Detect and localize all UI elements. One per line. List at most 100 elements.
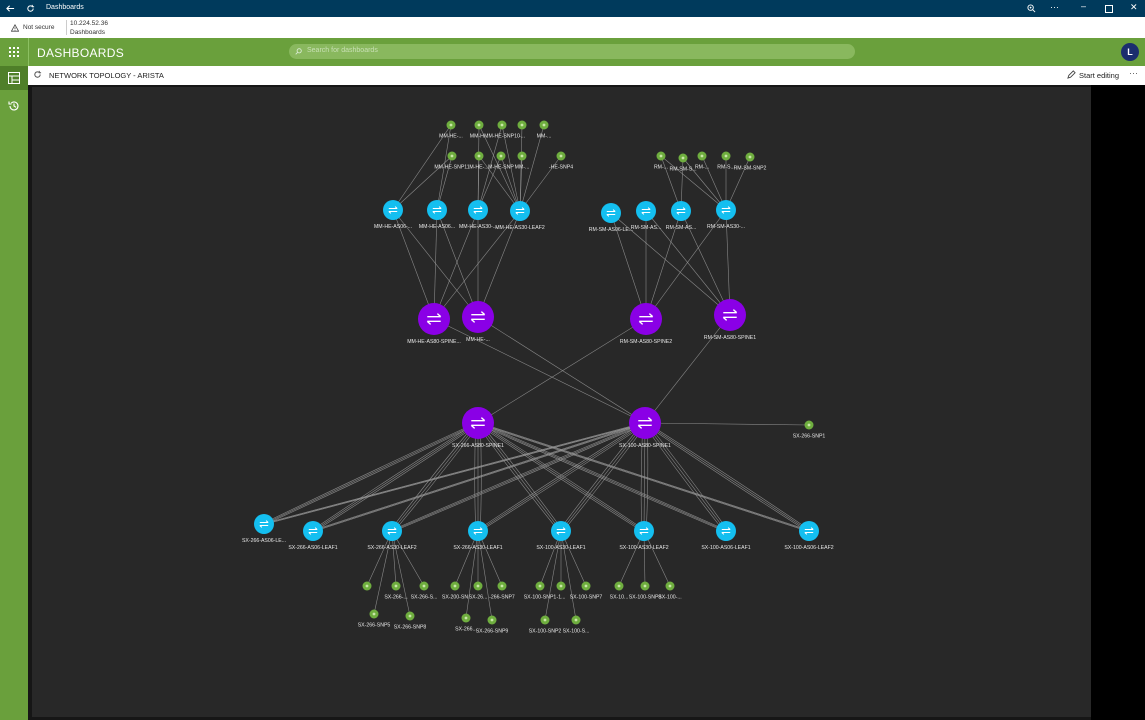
refresh-icon[interactable] xyxy=(26,4,35,13)
leaf-node-circle[interactable] xyxy=(510,201,530,221)
network-topology-graph[interactable]: MM-HE-... MM-H...MM-HE-SNP10-... MM-... MM-… xyxy=(32,87,1091,717)
host-node[interactable]: SX-200-SN xyxy=(442,581,468,601)
leaf-node-circle[interactable] xyxy=(799,521,819,541)
leaf-node[interactable]: SX-266-AS06-LE... xyxy=(242,514,286,544)
sidebar-item-dashboards[interactable] xyxy=(0,66,28,90)
leaf-node[interactable]: SX-100-AS06-LEAF1 xyxy=(701,521,751,551)
host-node[interactable]: SX-266-SNP9 xyxy=(476,615,509,635)
close-icon[interactable]: ✕ xyxy=(1130,2,1138,12)
leaf-node[interactable]: SX-100-AS30-LEAF1 xyxy=(536,521,586,551)
host-node[interactable]: SX-266-SNP1 xyxy=(793,420,826,440)
host-node[interactable]: RM-... xyxy=(654,151,668,171)
leaf-node-circle[interactable] xyxy=(303,521,323,541)
host-node[interactable]: -1... xyxy=(556,581,566,601)
leaf-node-circle[interactable] xyxy=(671,201,691,221)
more-options-icon[interactable]: ··· xyxy=(1129,68,1138,78)
leaf-node[interactable]: RM-SM-AS... xyxy=(666,201,697,231)
host-node[interactable]: SX-266... xyxy=(455,613,477,633)
host-node[interactable]: SX-10... xyxy=(610,581,629,601)
leaf-node[interactable]: MM-HE-AS06... xyxy=(419,200,455,230)
host-node[interactable]: SX-100-... xyxy=(658,581,682,601)
leaf-node-circle[interactable] xyxy=(716,200,736,220)
leaf-node-circle[interactable] xyxy=(468,521,488,541)
sidebar-item-history[interactable] xyxy=(0,94,28,118)
host-node[interactable]: RM-... xyxy=(695,151,709,171)
host-node[interactable]: M-HE-SNP xyxy=(488,151,514,171)
spine-node[interactable]: SX-266-AS80-SPINE1 xyxy=(452,407,504,449)
host-node[interactable]: SX-100-SNP8 xyxy=(629,581,662,601)
maximize-icon[interactable] xyxy=(1105,5,1113,13)
host-node[interactable]: SX-100-S... xyxy=(563,615,590,635)
leaf-node[interactable]: SX-100-AS30-LEAF2 xyxy=(619,521,669,551)
leaf-node-circle[interactable] xyxy=(382,521,402,541)
leaf-node-circle[interactable] xyxy=(427,200,447,220)
leaf-node[interactable]: SX-100-AS06-LEAF2 xyxy=(784,521,834,551)
host-node[interactable]: SX-100-SNP7 xyxy=(570,581,603,601)
leaf-node-circle[interactable] xyxy=(636,201,656,221)
host-node[interactable]: SX-266-S... xyxy=(411,581,438,601)
host-node[interactable]: RM-SM-SNP2 xyxy=(734,152,767,172)
leaf-node[interactable]: RM-SM-AS06-LE... xyxy=(589,203,633,233)
host-node[interactable]: MM-... xyxy=(515,151,530,171)
back-icon[interactable] xyxy=(6,4,15,13)
host-node[interactable]: MM-HE-... xyxy=(439,120,463,140)
spine-node[interactable]: RM-SM-AS80-SPINE1 xyxy=(704,299,756,341)
spine-node-circle[interactable] xyxy=(462,301,494,333)
zoom-icon[interactable] xyxy=(1027,4,1036,13)
host-node[interactable]: SX-100-SNP1 xyxy=(524,581,557,601)
host-node[interactable]: SX-266-SNP8 xyxy=(394,611,427,631)
leaf-node[interactable]: MM-HE-AS30-... xyxy=(459,200,497,230)
spine-node[interactable]: SX-100-AS80-SPINE1 xyxy=(619,407,671,449)
minimize-icon[interactable]: – xyxy=(1081,1,1087,11)
search-input[interactable]: Search for dashboards xyxy=(289,44,855,59)
leaf-node[interactable]: RM-SM-AS... xyxy=(631,201,662,231)
host-node[interactable]: M-HE-... xyxy=(469,151,489,171)
leaf-node[interactable]: RM-SM-AS30-... xyxy=(707,200,745,230)
host-node[interactable]: SX-266-SNP5 xyxy=(358,609,391,629)
topology-link xyxy=(479,422,564,532)
host-node[interactable]: -266-SNP7 xyxy=(489,581,515,601)
spine-node-circle[interactable] xyxy=(630,303,662,335)
topology-link xyxy=(644,314,731,424)
host-node[interactable]: -... xyxy=(517,120,527,140)
security-status[interactable]: Not secure xyxy=(23,24,55,31)
leaf-node-circle[interactable] xyxy=(601,203,621,223)
refresh-icon[interactable] xyxy=(33,70,42,79)
spine-node[interactable]: MM-HE-... xyxy=(462,301,494,343)
spine-node[interactable]: MM-HE-AS80-SPINE... xyxy=(407,303,461,345)
app-launcher-icon[interactable] xyxy=(9,47,19,57)
leaf-node-circle[interactable] xyxy=(716,521,736,541)
leaf-node[interactable]: SX-266-AS06-LEAF1 xyxy=(288,521,338,551)
host-node[interactable]: MM-... xyxy=(537,120,552,140)
spine-node-circle[interactable] xyxy=(418,303,450,335)
host-node[interactable]: MM-HE-SNP10 xyxy=(484,120,520,140)
host-node[interactable]: RM-S... xyxy=(717,151,735,171)
start-editing-button[interactable]: Start editing xyxy=(1079,71,1120,80)
spine-node-circle[interactable] xyxy=(629,407,661,439)
leaf-node[interactable]: MM-HE-AS06-... xyxy=(374,200,412,230)
avatar[interactable]: L xyxy=(1121,43,1139,61)
host-node[interactable]: SX-26... xyxy=(469,581,488,601)
host-node[interactable]: -HE-SNP4 xyxy=(549,151,573,171)
address-host[interactable]: 10.224.52.36 xyxy=(70,20,108,27)
more-options-icon[interactable]: ··· xyxy=(1050,2,1059,12)
leaf-node-circle[interactable] xyxy=(383,200,403,220)
spine-node-circle[interactable] xyxy=(714,299,746,331)
host-node[interactable] xyxy=(362,581,372,591)
leaf-node-circle[interactable] xyxy=(254,514,274,534)
host-node[interactable]: SX-266-... xyxy=(384,581,408,601)
host-icon xyxy=(449,123,453,127)
leaf-node-circle[interactable] xyxy=(634,521,654,541)
leaf-node[interactable]: SX-266-AS30-LEAF2 xyxy=(367,521,417,551)
spine-node[interactable]: RM-SM-AS80-SPINE2 xyxy=(620,303,672,345)
host-node[interactable]: MM-H... xyxy=(470,120,488,140)
host-node[interactable]: SX-100-SNP2 xyxy=(529,615,562,635)
switch-icon xyxy=(473,527,483,535)
leaf-node-circle[interactable] xyxy=(551,521,571,541)
leaf-node-circle[interactable] xyxy=(468,200,488,220)
spine-node-circle[interactable] xyxy=(462,407,494,439)
host-node[interactable]: MM-HE-SNP11 xyxy=(434,151,470,171)
host-node[interactable]: RM-SM-S... xyxy=(669,153,697,173)
leaf-node[interactable]: MM-HE-AS30-LEAF2 xyxy=(495,201,545,231)
leaf-node[interactable]: SX-266-AS30-LEAF1 xyxy=(453,521,503,551)
